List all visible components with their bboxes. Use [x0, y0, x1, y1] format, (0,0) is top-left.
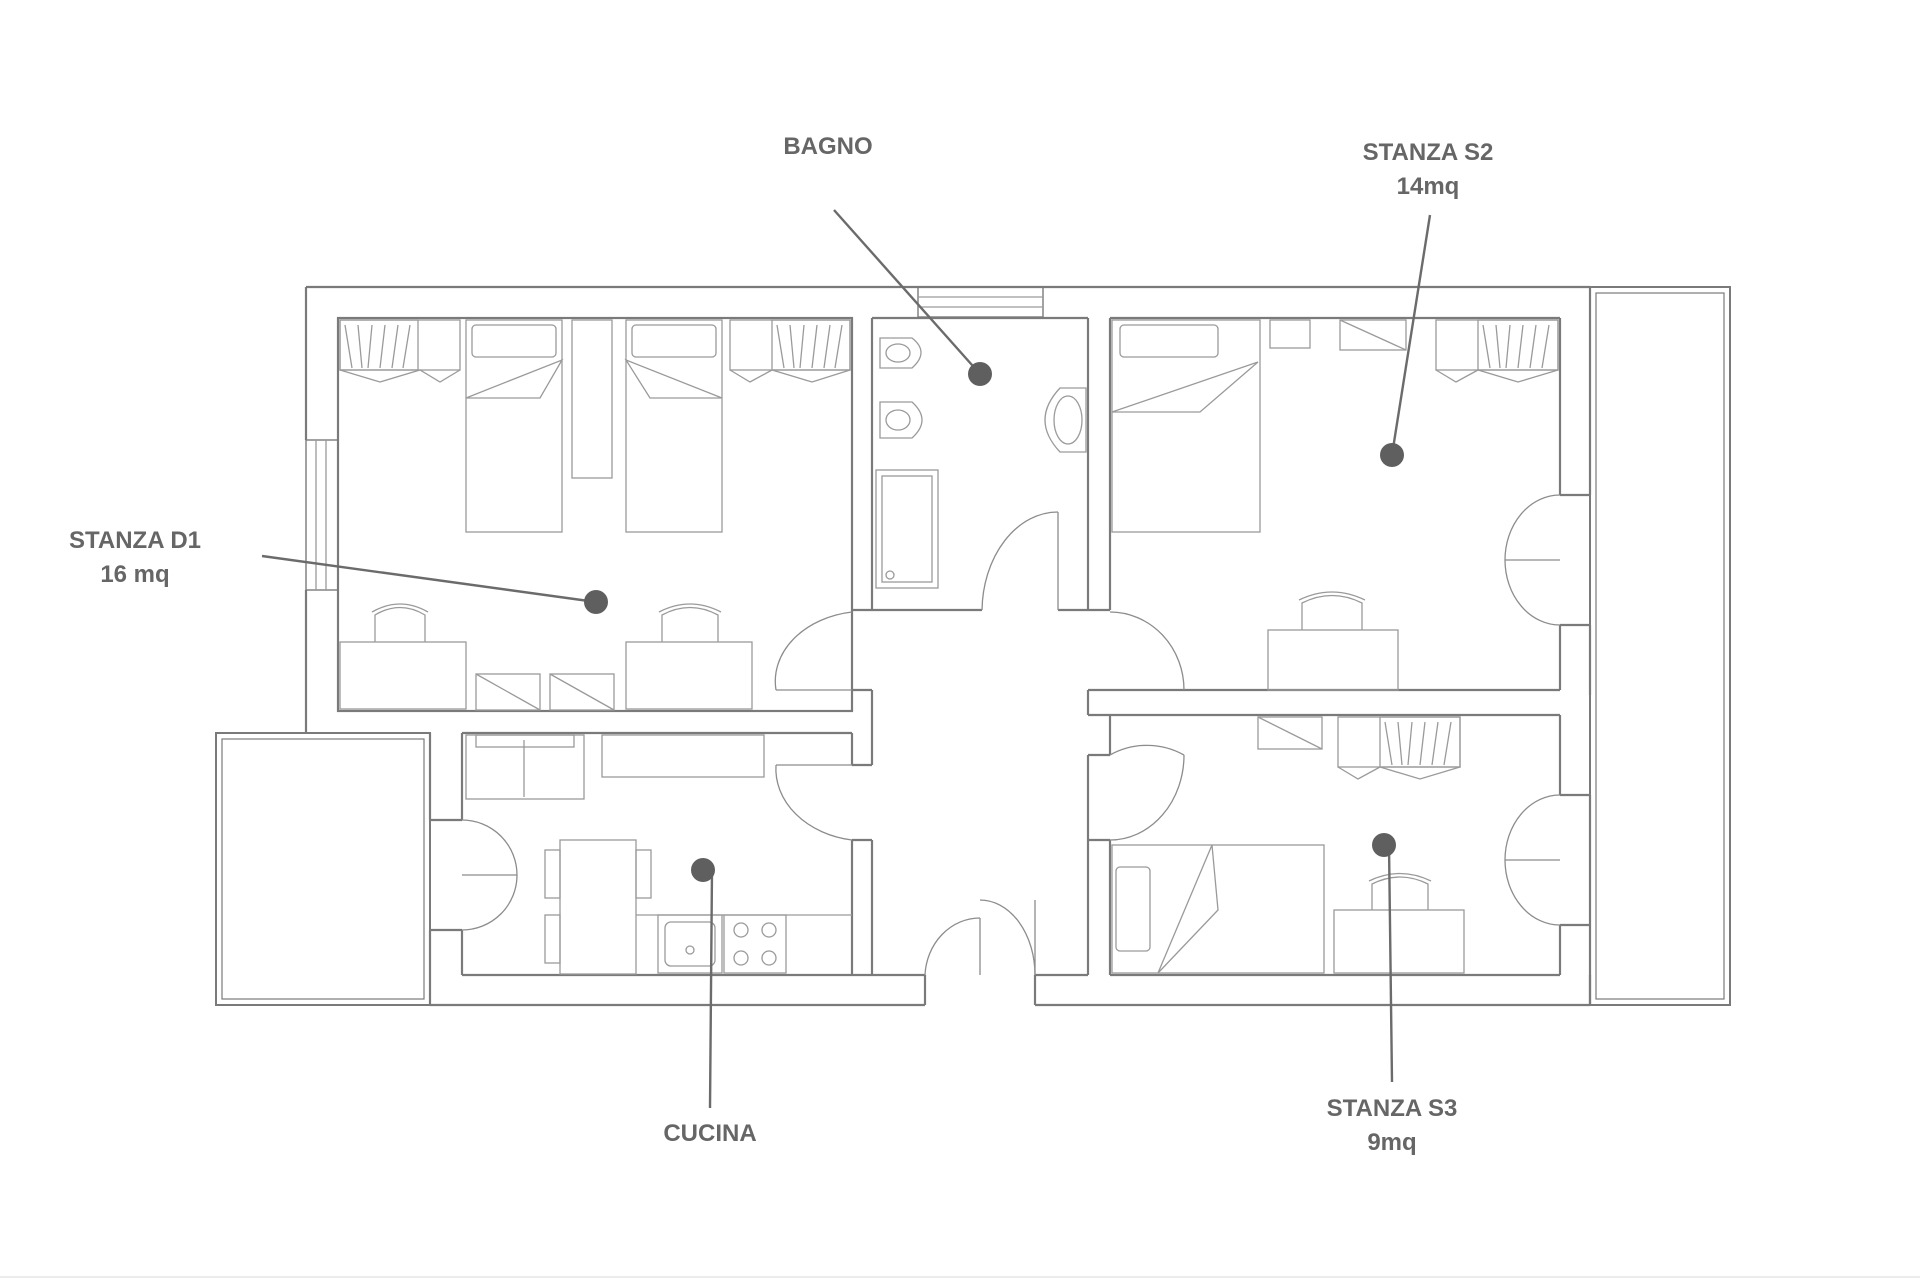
balcony-left — [215, 732, 431, 1006]
room-name-s2: STANZA S2 — [1363, 139, 1494, 166]
doors — [461, 494, 1561, 976]
label-s2: STANZA S2 14mq — [1363, 139, 1494, 467]
furniture-s2 — [1111, 319, 1559, 691]
marker-bagno — [968, 362, 992, 386]
room-area-s3: 9mq — [1367, 1129, 1416, 1156]
marker-d1 — [584, 590, 608, 614]
room-area-s2: 14mq — [1397, 173, 1460, 200]
label-d1: STANZA D1 16 mq — [69, 527, 608, 614]
room-area-d1: 16 mq — [100, 561, 169, 588]
label-bagno: BAGNO — [783, 133, 992, 386]
outer-walls — [304, 285, 1592, 1007]
bottom-divider — [0, 1276, 1920, 1278]
furniture-s3 — [1111, 716, 1465, 974]
room-name-bagno: BAGNO — [783, 133, 872, 160]
furniture-bathroom — [875, 337, 1087, 589]
furniture-kitchen — [465, 734, 852, 975]
room-name-cucina: CUCINA — [663, 1120, 756, 1147]
furniture-d1 — [339, 319, 851, 711]
marker-s2 — [1380, 443, 1404, 467]
marker-cucina — [691, 858, 715, 882]
room-name-d1: STANZA D1 — [69, 527, 201, 554]
balcony-right — [1589, 286, 1731, 1006]
marker-s3 — [1372, 833, 1396, 857]
room-name-s3: STANZA S3 — [1327, 1095, 1458, 1122]
label-s3: STANZA S3 9mq — [1327, 833, 1458, 1156]
inner-walls — [336, 316, 1592, 1005]
label-cucina: CUCINA — [663, 858, 757, 1147]
